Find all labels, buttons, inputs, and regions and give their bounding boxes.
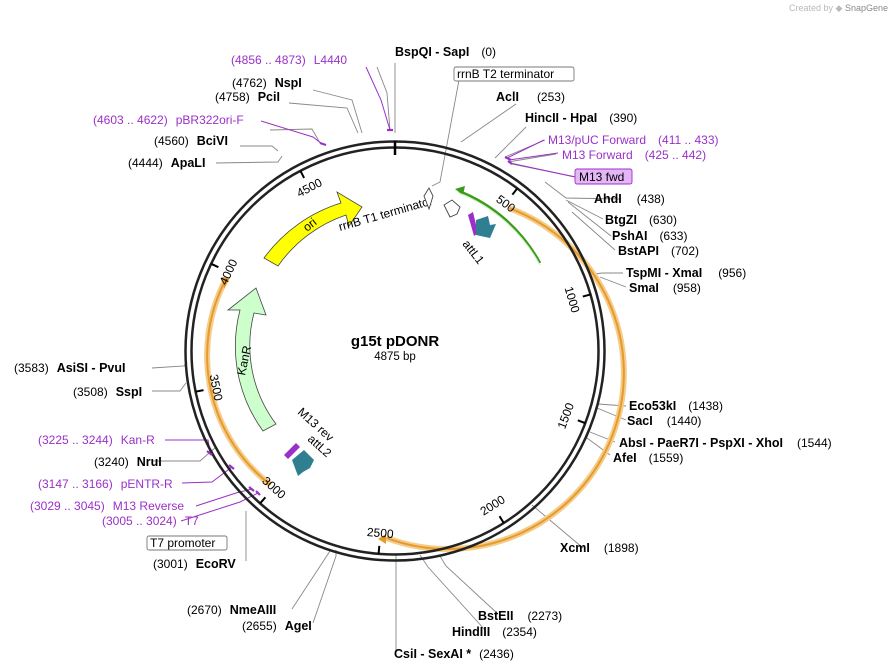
enzyme-nspi[interactable]: (4762)NspI [232,76,302,90]
primer-m13-reverse[interactable]: (3029 .. 3045)M13 Reverse [30,499,184,513]
enzyme-agei[interactable]: (2655)AgeI [242,619,312,633]
primer-labels: (4856 .. 4873)L4440 (4603 .. 4622)pBR322… [30,53,719,528]
enzyme-labels: BspQI - SapI(0) AclI(253) HincII - HpaI(… [14,45,832,661]
tick-mark-1000 [582,293,591,298]
enzyme-hincii[interactable]: HincII - HpaI(390) [525,111,637,125]
tick-label-2500: 2500 [366,525,394,541]
kanr-feature[interactable]: KanR [226,287,277,432]
tick-mark-3500 [195,389,204,393]
enzyme-pcii[interactable]: (4758)PciI [215,90,280,104]
enzyme-btgzi[interactable]: BtgZI(630) [605,213,677,227]
box-t7-promoter-label: T7 promoter [150,536,215,550]
primer-kan-r[interactable]: (3225 .. 3244)Kan-R [38,433,155,447]
enzyme-afei[interactable]: AfeI(1559) [613,451,683,465]
enzyme-smai[interactable]: SmaI(958) [629,281,701,295]
enzyme-eco53ki[interactable]: Eco53kI(1438) [629,399,723,413]
enzyme-acli[interactable]: AclI(253) [496,90,565,104]
attl1-label: attL1 [460,237,488,267]
enzyme-apali[interactable]: (4444)ApaLI [128,156,205,170]
plasmid-length: 4875 bp [374,351,416,363]
plasmid-name: g15t pDONR [351,333,440,350]
enzyme-sspi[interactable]: (3508)SspI [73,385,142,399]
enzyme-bsteii[interactable]: BstEII(2273) [478,609,562,623]
enzyme-absi[interactable]: AbsI - PaeR7I - PspXI - XhoI(1544) [619,436,832,450]
tick-mark-4000 [210,262,219,269]
tick-mark-4500 [299,170,305,179]
ori-feature[interactable]: ori [263,191,363,267]
enzyme-bcivi[interactable]: (4560)BciVI [154,134,228,148]
tick-label-4500: 4500 [294,175,324,200]
credit-text: Created by [788,3,833,13]
box-m13-fwd-label: M13 fwd [579,170,624,184]
primer-marks [206,128,513,496]
enzyme-hindiii[interactable]: HindIII(2354) [452,625,537,639]
rrnb-t2-terminator-mark[interactable] [423,187,434,211]
attl2-feature[interactable]: M13 rev attL2 [284,405,337,476]
tick-mark-2500 [377,545,381,554]
credit-brand: SnapGene [844,3,888,13]
enzyme-bspqi[interactable]: BspQI - SapI(0) [395,45,496,59]
primer-pbr322ori-f[interactable]: (4603 .. 4622)pBR322ori-F [93,113,244,127]
tick-mark-500 [511,187,519,196]
box-rrnb-t2-label: rrnB T2 terminator [457,67,554,81]
green-feature-arc [455,186,542,266]
primer-m13-forward[interactable]: M13 Forward(425 .. 442) [562,148,706,162]
enzyme-csii[interactable]: CsiI - SexAI *(2436) [394,647,514,661]
primer-m13-puc-forward[interactable]: M13/pUC Forward(411 .. 433) [548,133,719,147]
tick-mark-1500 [577,419,586,425]
enzyme-pshai[interactable]: PshAI(633) [612,229,687,243]
tick-mark-3000 [259,496,267,504]
primer-pentr-r[interactable]: (3147 .. 3166)pENTR-R [38,477,173,491]
kanr-label: KanR [234,344,254,377]
enzyme-xcmi[interactable]: XcmI(1898) [560,541,639,555]
snapgene-credit: Created by ◆ SnapGene [789,3,888,14]
enzyme-ecorv[interactable]: (3001)EcoRV [153,557,236,571]
tick-label-1000: 1000 [562,285,583,315]
enzyme-ahdi[interactable]: AhdI(438) [594,192,665,206]
enzyme-nmeaiii[interactable]: (2670)NmeAIII [187,603,276,617]
enzyme-bstapi[interactable]: BstAPI(702) [618,244,699,258]
snapgene-logo-icon: ◆ [835,3,843,13]
tick-label-4000: 4000 [216,257,240,287]
attl1-feature[interactable]: attL1 [460,212,496,267]
enzyme-saci[interactable]: SacI(1440) [627,414,701,428]
primer-t7[interactable]: (3005 .. 3024)T7 [102,514,199,528]
tick-label-2000: 2000 [478,492,508,518]
box-m13-fwd[interactable]: M13 fwd [574,168,633,185]
box-rrnb-t2[interactable]: rrnB T2 terminator [453,66,575,82]
enzyme-srui[interactable]: (3240)NruI [94,455,162,469]
tick-label-3500: 3500 [206,373,225,402]
tick-label-1500: 1500 [555,401,578,431]
enzyme-tspmi[interactable]: TspMI - XmaI(956) [626,266,746,280]
box-t7-promoter[interactable]: T7 promoter [146,535,228,551]
enzyme-asisi[interactable]: (3583)AsiSI - PvuI [14,361,125,375]
tick-mark-2000 [498,515,505,524]
primer-l4440[interactable]: (4856 .. 4873)L4440 [231,53,347,67]
